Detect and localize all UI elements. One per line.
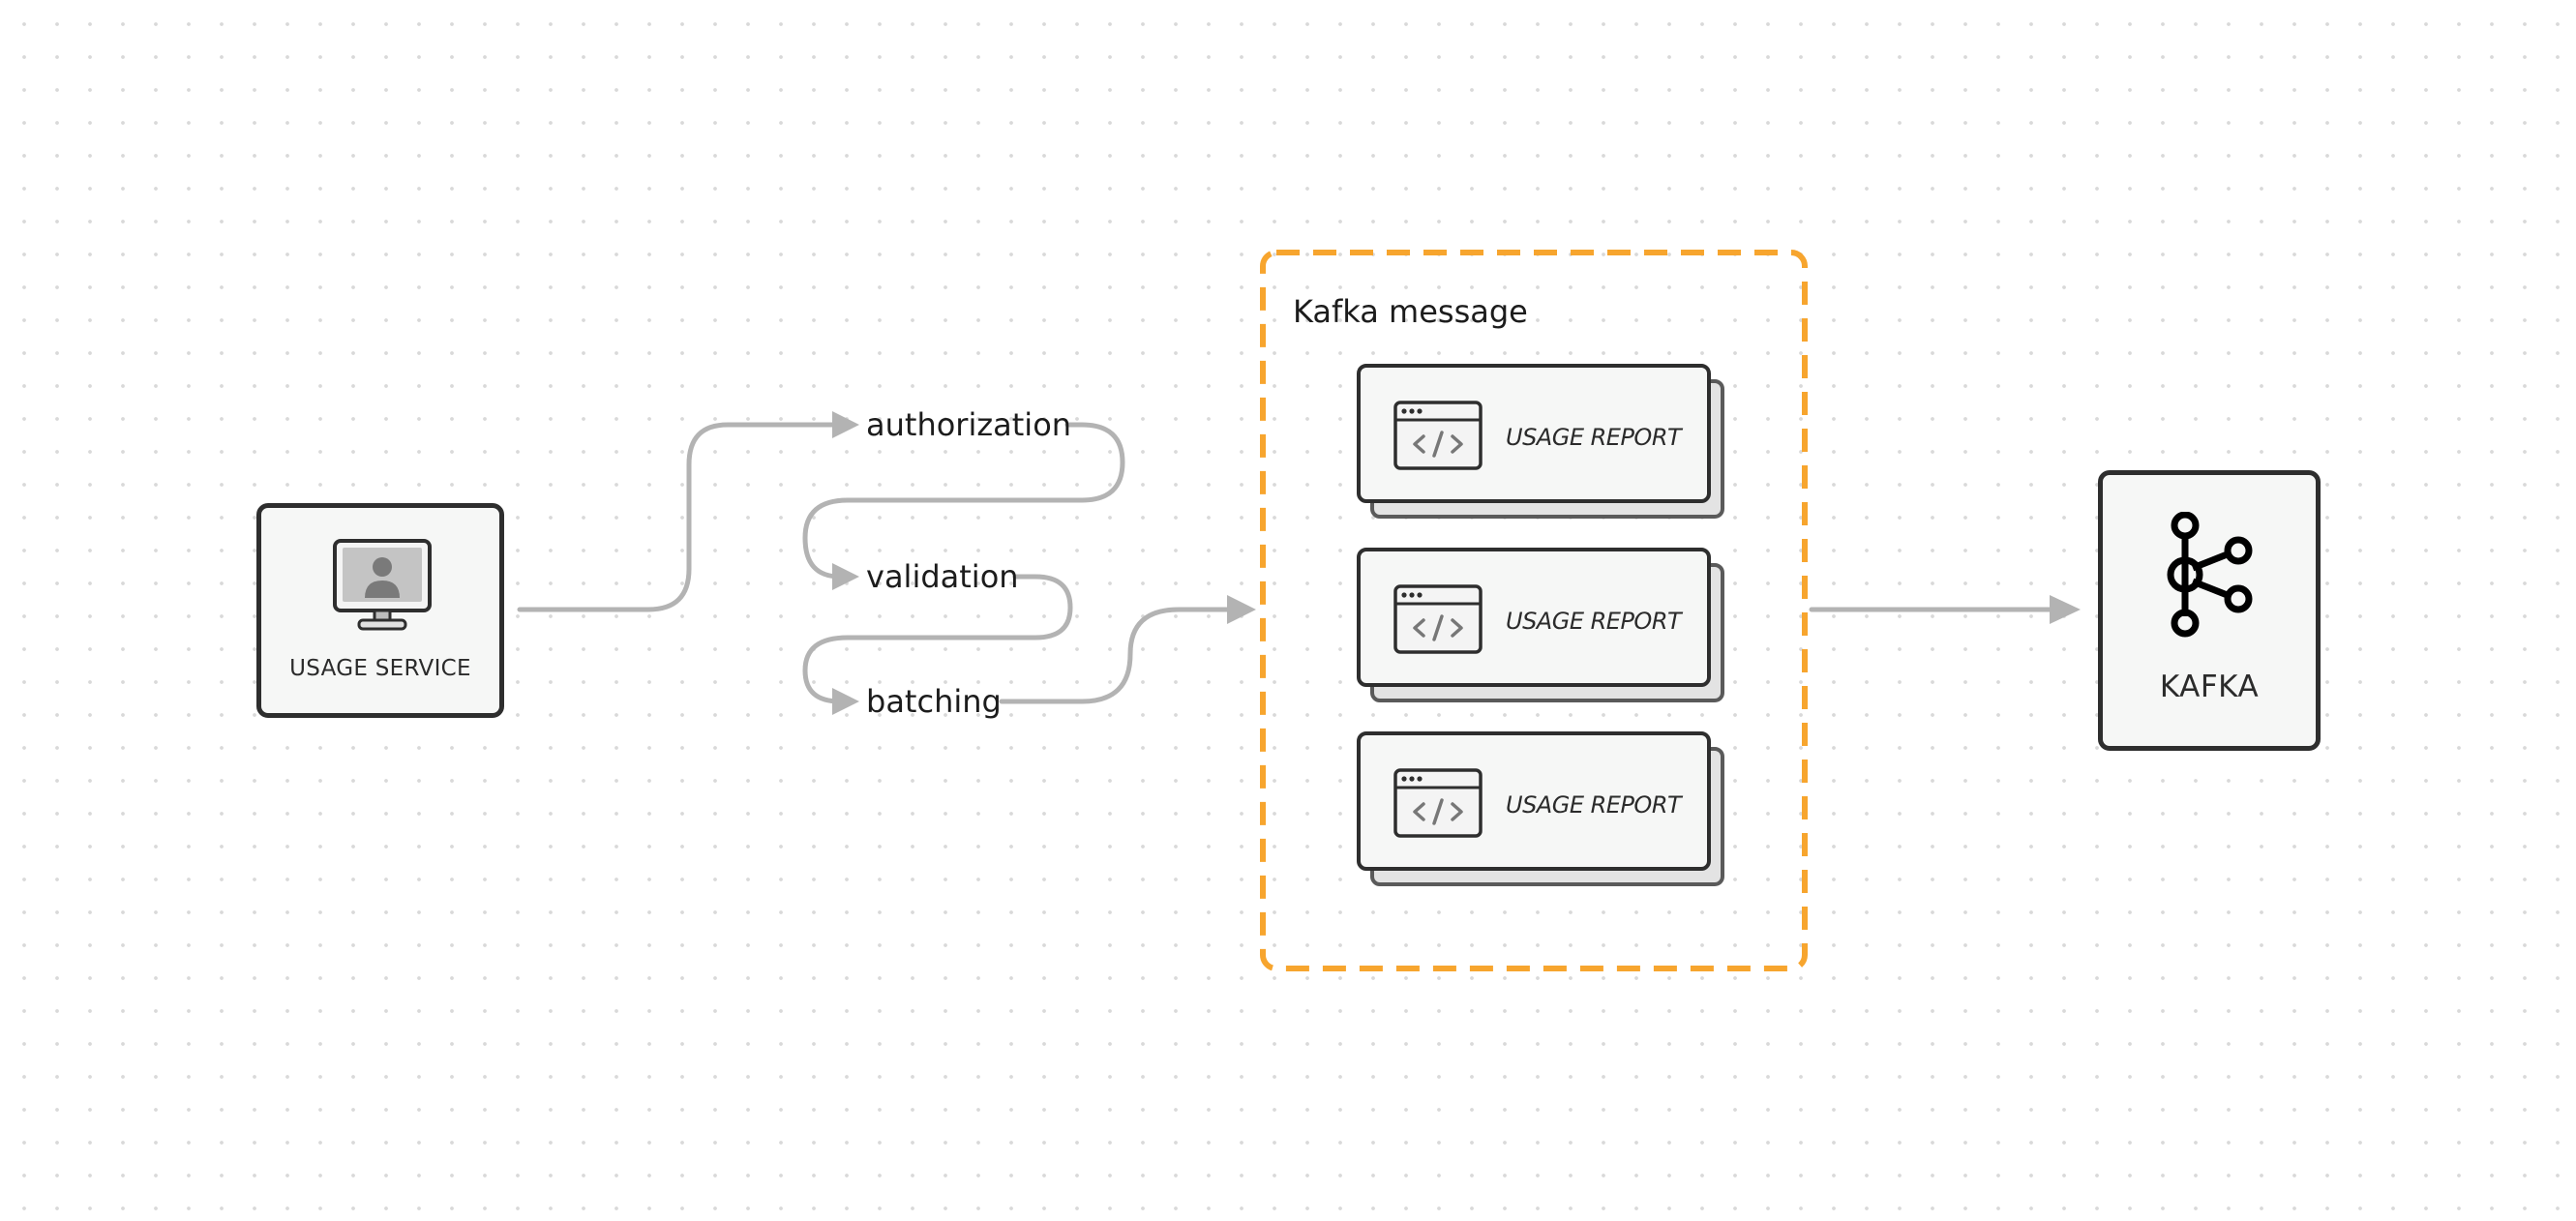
code-window-icon	[1393, 584, 1483, 659]
code-window-icon	[1393, 768, 1483, 843]
usage-report-label: USAGE REPORT	[1506, 791, 1682, 819]
usage-report-card-3[interactable]: USAGE REPORT	[1357, 731, 1724, 886]
usage-report-label: USAGE REPORT	[1506, 424, 1682, 451]
arrowhead-message	[1227, 595, 1256, 624]
arrowhead-authorization	[832, 411, 859, 438]
code-window-icon	[1393, 401, 1483, 475]
card-body: USAGE REPORT	[1357, 731, 1711, 871]
group-border	[1260, 250, 1808, 971]
step-label-validation: validation	[866, 558, 1019, 595]
arrowhead-batching	[832, 688, 859, 715]
card-body: USAGE REPORT	[1357, 548, 1711, 687]
usage-service-label: USAGE SERVICE	[289, 656, 471, 681]
usage-service-node[interactable]: USAGE SERVICE	[256, 503, 504, 718]
usage-report-card-2[interactable]: USAGE REPORT	[1357, 548, 1724, 702]
kafka-node[interactable]: KAFKA	[2098, 470, 2321, 751]
arrowhead-kafka	[2050, 595, 2081, 624]
usage-report-card-1[interactable]: USAGE REPORT	[1357, 364, 1724, 519]
usage-report-label: USAGE REPORT	[1506, 608, 1682, 635]
monitor-user-icon	[332, 538, 433, 638]
step-label-batching: batching	[866, 683, 1002, 720]
card-body: USAGE REPORT	[1357, 364, 1711, 503]
kafka-message-group[interactable]: Kafka message USAGE REPORT	[1260, 250, 1808, 971]
step-label-authorization: authorization	[866, 406, 1072, 443]
kafka-label: KAFKA	[2159, 670, 2260, 704]
group-title: Kafka message	[1293, 293, 1528, 330]
connector-service-to-authorization	[517, 422, 843, 612]
connector-authorization-to-validation	[802, 422, 1125, 580]
arrowhead-validation	[832, 563, 859, 590]
connector-batching-to-message	[999, 607, 1230, 704]
kafka-logo-icon	[2162, 511, 2259, 642]
connector-validation-to-batching	[802, 574, 1073, 704]
